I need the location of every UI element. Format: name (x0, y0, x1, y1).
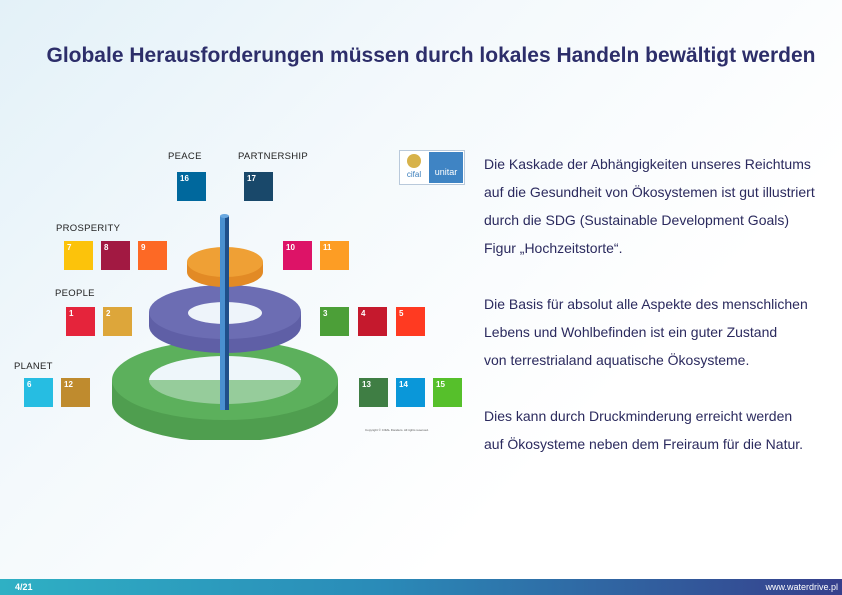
sdg-tile-12: 12 (61, 378, 90, 407)
sdg-tile-4: 4 (358, 307, 387, 336)
sdg-tile-15: 15 (433, 378, 462, 407)
description-text: Die Kaskade der Abhängigkeiten unseres R… (484, 150, 834, 486)
text-line: Figur „Hochzeitstorte“. (484, 240, 623, 256)
text-line: Lebens und Wohlbefinden ist ein guter Zu… (484, 324, 778, 340)
cifal-text: cifal (406, 170, 422, 179)
sdg-tile-13: 13 (359, 378, 388, 407)
text-line: auf Ökosysteme neben dem Freiraum für di… (484, 436, 804, 452)
sdg-tile-9: 9 (138, 241, 167, 270)
sdg-tile-11: 11 (320, 241, 349, 270)
cake-graphic (112, 214, 338, 440)
paragraph-3: Dies kann durch Druckminderung erreicht … (484, 402, 834, 458)
sdg-tile-3: 3 (320, 307, 349, 336)
copyright-note: Copyright © CIFAL Flanders. All rights r… (365, 428, 429, 432)
label-peace: PEACE (168, 151, 202, 162)
text-line: Die Kaskade der Abhängigkeiten unseres R… (484, 156, 811, 172)
sdg-tile-5: 5 (396, 307, 425, 336)
sdg-tile-14: 14 (396, 378, 425, 407)
paragraph-2: Die Basis für absolut alle Aspekte des m… (484, 290, 834, 374)
sdg-tile-1: 1 (66, 307, 95, 336)
text-line: Die Basis für absolut alle Aspekte des m… (484, 296, 808, 312)
sdg-tile-17: 17 (244, 172, 273, 201)
text-line: Dies kann durch Druckminderung erreicht … (484, 408, 793, 424)
page-title: Globale Herausforderungen müssen durch l… (46, 44, 816, 67)
page-number: 4/21 (15, 582, 33, 592)
text-line: durch die SDG (Sustainable Development G… (484, 212, 790, 228)
footer-bar: 4/21 www.waterdrive.pl (0, 579, 842, 595)
paragraph-1: Die Kaskade der Abhängigkeiten unseres R… (484, 150, 834, 262)
label-prosperity: PROSPERITY (56, 223, 121, 234)
cifal-logo: cifal (400, 151, 428, 184)
sdg-tile-10: 10 (283, 241, 312, 270)
sdg-tile-2: 2 (103, 307, 132, 336)
label-partnership: PARTNERSHIP (238, 151, 308, 162)
label-planet: PLANET (14, 361, 53, 372)
text-line: auf die Gesundheit von Ökosystemen ist g… (484, 184, 815, 200)
text-line: von terrestrialand aquatische Ökosysteme… (484, 352, 750, 368)
website-link[interactable]: www.waterdrive.pl (765, 582, 838, 592)
unitar-logo: unitar (429, 152, 463, 183)
sdg-tile-7: 7 (64, 241, 93, 270)
sdg-tile-8: 8 (101, 241, 130, 270)
label-people: PEOPLE (55, 288, 95, 299)
sdg-tile-16: 16 (177, 172, 206, 201)
cifal-unitar-logo: cifal unitar (399, 150, 465, 185)
sdg-tile-6: 6 (24, 378, 53, 407)
